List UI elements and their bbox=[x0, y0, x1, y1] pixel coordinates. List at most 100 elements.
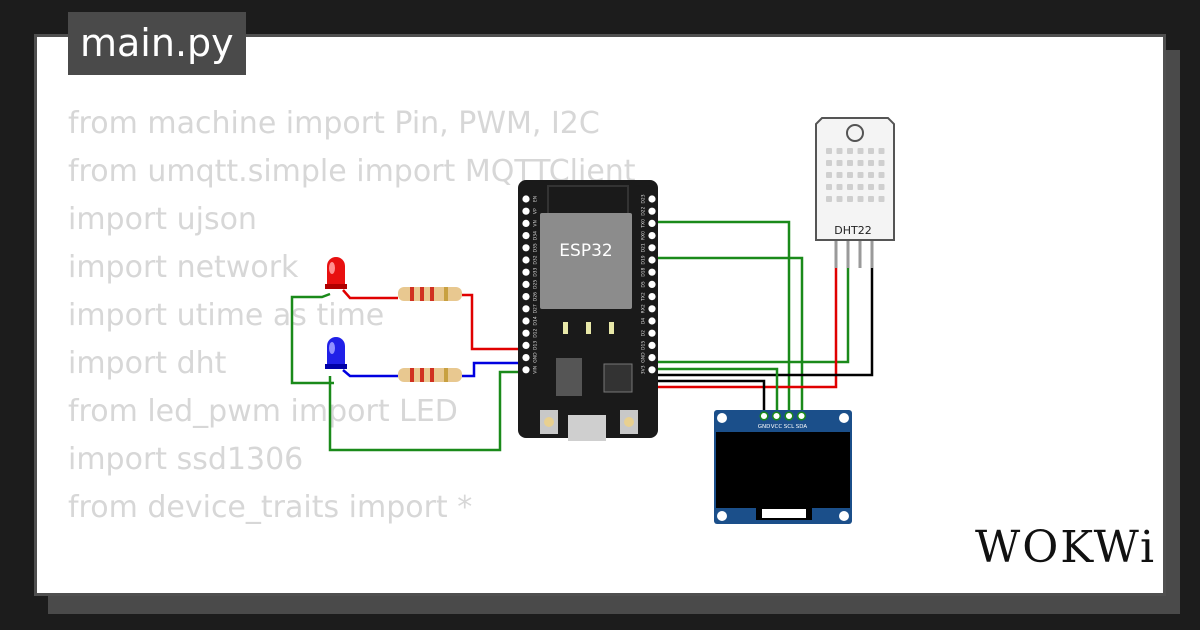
pin-d4[interactable] bbox=[648, 317, 656, 325]
pin-d35[interactable] bbox=[522, 244, 530, 252]
code-line: import utime as time bbox=[68, 298, 385, 333]
pin-gnd[interactable] bbox=[522, 354, 530, 362]
module-pins bbox=[563, 322, 614, 334]
pin-label: D2 bbox=[641, 330, 647, 336]
green-wire bbox=[290, 292, 334, 385]
pin-d14[interactable] bbox=[522, 317, 530, 325]
pin-d27[interactable] bbox=[522, 305, 530, 313]
pin-d19[interactable] bbox=[648, 256, 656, 264]
pin-label: VIN bbox=[533, 366, 539, 374]
resistor[interactable] bbox=[398, 287, 462, 301]
pin-label: D22 bbox=[641, 206, 647, 215]
pin-en[interactable] bbox=[522, 195, 530, 203]
pin-rx0[interactable] bbox=[648, 232, 656, 240]
pin-d13[interactable] bbox=[522, 341, 530, 349]
pin-gnd[interactable] bbox=[648, 354, 656, 362]
pin-label: D12 bbox=[533, 328, 539, 337]
pin-label: GND bbox=[641, 352, 647, 363]
pin-d33[interactable] bbox=[522, 268, 530, 276]
regulator bbox=[556, 358, 582, 396]
code-line: import ujson bbox=[68, 202, 257, 237]
file-tab[interactable]: main.py bbox=[68, 12, 246, 75]
oled-pin-gnd[interactable] bbox=[759, 411, 769, 421]
pin-d2[interactable] bbox=[648, 329, 656, 337]
pin-3v3[interactable] bbox=[648, 366, 656, 374]
wokwi-logo: WOKWi bbox=[975, 522, 1157, 573]
dht-label: DHT22 bbox=[834, 224, 871, 237]
pin-d12[interactable] bbox=[522, 329, 530, 337]
green-wire bbox=[652, 268, 850, 364]
pin-d23[interactable] bbox=[648, 195, 656, 203]
black-wire bbox=[652, 379, 766, 415]
pin-tx2[interactable] bbox=[648, 293, 656, 301]
pin-d18[interactable] bbox=[648, 268, 656, 276]
code-line: from led_pwm import LED bbox=[68, 394, 458, 429]
oled-pin-label: GND bbox=[758, 424, 771, 430]
pin-label: D14 bbox=[533, 316, 539, 325]
pin-d26[interactable] bbox=[522, 293, 530, 301]
pin-label: D25 bbox=[533, 280, 539, 289]
pin-label: D15 bbox=[641, 341, 647, 350]
pin-vin[interactable] bbox=[522, 366, 530, 374]
blue-wire bbox=[462, 361, 528, 378]
oled-pin-label: VCC bbox=[771, 424, 783, 430]
dht-grill bbox=[826, 148, 885, 202]
pin-label: GND bbox=[533, 352, 539, 363]
blue-led[interactable] bbox=[325, 337, 347, 369]
pin-label: TX0 bbox=[641, 219, 647, 229]
usb-port bbox=[568, 415, 606, 441]
red-led[interactable] bbox=[325, 257, 347, 289]
left-pin-header: ENVPVND34D35D32D33D25D26D27D14D12D13GNDV… bbox=[522, 195, 539, 374]
pin-d22[interactable] bbox=[648, 207, 656, 215]
code-line: import ssd1306 bbox=[68, 442, 304, 477]
pin-label: D13 bbox=[533, 341, 539, 350]
pin-label: VN bbox=[533, 220, 539, 226]
pin-label: D18 bbox=[641, 267, 647, 276]
pin-d34[interactable] bbox=[522, 232, 530, 240]
pin-label: D4 bbox=[641, 318, 647, 324]
wires bbox=[290, 220, 874, 452]
code-line: import dht bbox=[68, 346, 227, 381]
oled-pin-scl[interactable] bbox=[784, 411, 794, 421]
pin-label: D33 bbox=[533, 267, 539, 276]
pin-label: D21 bbox=[641, 243, 647, 252]
code-preview: from machine import Pin, PWM, I2C from u… bbox=[68, 100, 636, 532]
green-wire bbox=[328, 370, 528, 452]
oled-pin-vcc[interactable] bbox=[771, 411, 782, 421]
esp32-label: ESP32 bbox=[559, 241, 612, 261]
usb-chip bbox=[603, 363, 633, 393]
pin-label: D26 bbox=[533, 292, 539, 301]
pin-d21[interactable] bbox=[648, 244, 656, 252]
code-line: from device_traits import * bbox=[68, 490, 473, 525]
pin-label: RX0 bbox=[641, 231, 647, 240]
pin-label: D23 bbox=[641, 194, 647, 203]
pin-rx2[interactable] bbox=[648, 305, 656, 313]
pin-d15[interactable] bbox=[648, 341, 656, 349]
red-wire bbox=[462, 293, 528, 351]
pin-label: D32 bbox=[533, 255, 539, 264]
pin-vn[interactable] bbox=[522, 219, 530, 227]
pin-label: D5 bbox=[641, 281, 647, 287]
pin-d5[interactable] bbox=[648, 280, 656, 288]
green-wire bbox=[652, 256, 804, 415]
code-line: from machine import Pin, PWM, I2C bbox=[68, 106, 600, 141]
dht22-sensor[interactable]: DHT22 bbox=[815, 117, 895, 268]
resistor[interactable] bbox=[398, 368, 462, 382]
pin-label: VP bbox=[533, 208, 539, 214]
blue-wire bbox=[342, 369, 398, 378]
black-wire bbox=[652, 268, 874, 377]
oled-pin-sda[interactable] bbox=[796, 411, 807, 421]
green-wire bbox=[652, 367, 779, 415]
esp32-board[interactable]: ESP32 ENVPVND34D35D32D33D25D26D27D14D12D… bbox=[518, 180, 658, 441]
pin-tx0[interactable] bbox=[648, 219, 656, 227]
right-pin-header: D23D22TX0RX0D21D19D18D5TX2RX2D4D2D15GND3… bbox=[641, 194, 656, 374]
pin-vp[interactable] bbox=[522, 207, 530, 215]
pin-label: EN bbox=[533, 196, 539, 202]
green-wire bbox=[652, 220, 791, 415]
pin-label: TX2 bbox=[641, 292, 647, 302]
pin-d32[interactable] bbox=[522, 256, 530, 264]
pin-d25[interactable] bbox=[522, 280, 530, 288]
